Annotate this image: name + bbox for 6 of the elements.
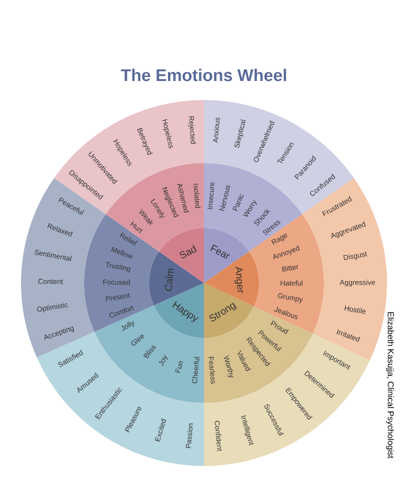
title: The Emotions Wheel: [120, 68, 286, 82]
emotion-name: Sad: [180, 244, 197, 258]
author-credit: Elizabeth Kasujja, Clinical Psychologist: [386, 312, 394, 458]
emotion-name: Anger: [234, 266, 243, 293]
emotion-name: Calm: [165, 268, 174, 291]
emotion-name: Fear: [210, 244, 230, 259]
